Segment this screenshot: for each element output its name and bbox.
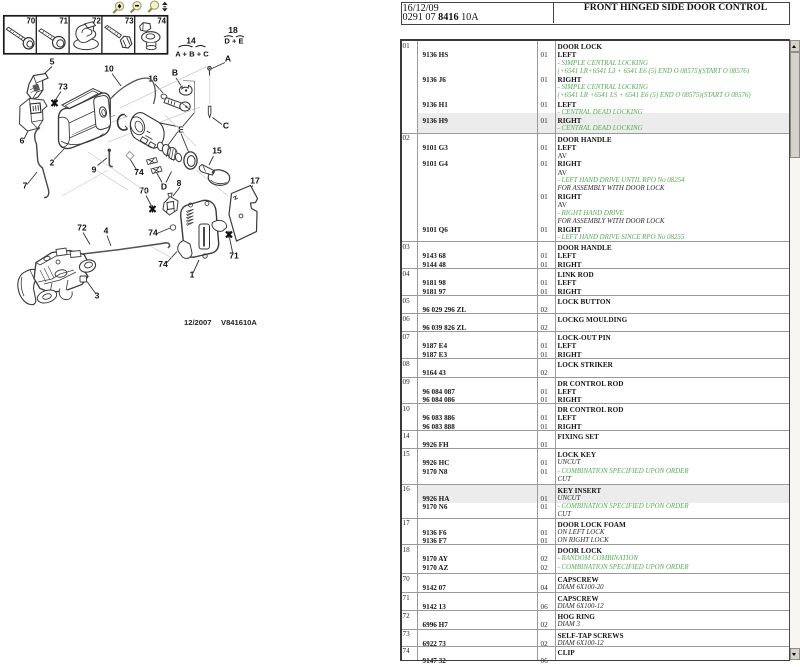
svg-text:74: 74 bbox=[157, 16, 166, 25]
svg-text:12/2007: 12/2007 bbox=[184, 318, 211, 327]
svg-text:8: 8 bbox=[177, 178, 182, 188]
svg-text:72: 72 bbox=[77, 223, 87, 233]
svg-text:A: A bbox=[225, 54, 231, 64]
svg-text:4: 4 bbox=[104, 226, 109, 236]
svg-text:6: 6 bbox=[20, 136, 25, 146]
svg-text:15: 15 bbox=[212, 146, 222, 156]
svg-text:71: 71 bbox=[59, 16, 68, 25]
svg-text:73: 73 bbox=[58, 82, 68, 92]
svg-text:70: 70 bbox=[27, 16, 36, 25]
svg-text:14: 14 bbox=[186, 36, 196, 46]
svg-text:17: 17 bbox=[250, 176, 260, 186]
svg-text:18: 18 bbox=[228, 25, 238, 35]
svg-text:10: 10 bbox=[104, 64, 114, 74]
svg-text:C: C bbox=[223, 121, 229, 131]
svg-text:71: 71 bbox=[229, 251, 239, 261]
svg-text:74: 74 bbox=[148, 228, 158, 238]
svg-text:74: 74 bbox=[158, 259, 168, 269]
svg-text:9: 9 bbox=[92, 165, 97, 175]
svg-text:3: 3 bbox=[95, 291, 100, 301]
svg-text:5: 5 bbox=[50, 57, 55, 67]
svg-text:A + B + C: A + B + C bbox=[175, 50, 209, 59]
svg-text:73: 73 bbox=[125, 16, 134, 25]
svg-text:V841610A: V841610A bbox=[221, 318, 257, 327]
svg-text:D + E: D + E bbox=[224, 37, 243, 46]
svg-text:7: 7 bbox=[23, 181, 28, 191]
svg-text:D: D bbox=[161, 182, 167, 192]
svg-text:B: B bbox=[172, 68, 178, 78]
